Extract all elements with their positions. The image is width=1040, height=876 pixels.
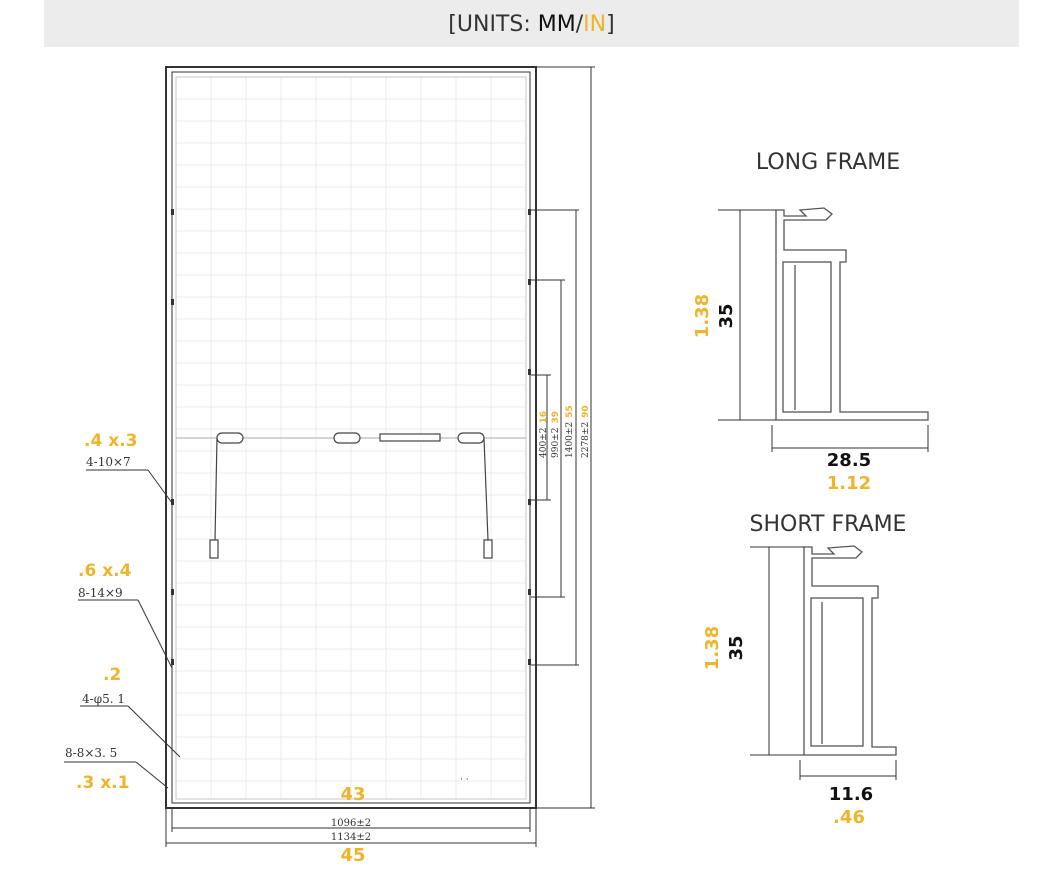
rail-mark xyxy=(528,499,531,505)
rail-mark xyxy=(528,279,531,285)
width-inner-in: 43 xyxy=(340,784,365,805)
short-width-in: .46 xyxy=(833,807,865,828)
cable xyxy=(214,437,218,541)
rail-mark xyxy=(528,209,531,215)
width-dimension-lines xyxy=(165,808,537,847)
short-frame-outline xyxy=(803,545,897,756)
panel-outer-frame xyxy=(165,66,537,809)
units-in: IN xyxy=(583,12,607,37)
short-frame-dims xyxy=(750,546,897,780)
width-outer-in: 45 xyxy=(340,845,365,866)
rail-mark xyxy=(171,589,174,595)
hole-2-mm: 8-14×9 xyxy=(78,586,123,600)
connector xyxy=(209,539,219,559)
height-990-mm: 990±2 xyxy=(551,428,561,458)
svg-text:400±216: 400±2 16 xyxy=(539,411,549,458)
long-frame-dims xyxy=(718,209,929,452)
units-suffix: ] xyxy=(606,12,615,37)
height-2278-mm: 2278±2 xyxy=(581,422,591,458)
svg-text:990±239: 990±2 39 xyxy=(551,411,561,458)
short-frame-profile xyxy=(803,545,897,756)
height-990-in: 39 xyxy=(551,411,561,424)
rail-mark xyxy=(171,209,174,215)
panel-inner-frame xyxy=(171,71,531,804)
leader xyxy=(127,705,181,758)
junction-box xyxy=(333,432,361,444)
height-1400-mm: 1400±2 xyxy=(565,422,575,458)
long-width-mm: 28.5 xyxy=(827,450,871,471)
short-frame-hollow xyxy=(810,597,864,747)
frame-rail-marks xyxy=(171,209,531,665)
hole-1-in: .4 x.3 xyxy=(84,431,137,451)
cable xyxy=(483,437,489,541)
bottom-mark: · · xyxy=(460,775,469,785)
long-height-in: 1.38 xyxy=(692,294,713,338)
leader xyxy=(135,761,169,789)
units-slash: / xyxy=(575,12,584,37)
rail-mark xyxy=(528,659,531,665)
hole-4-in: .3 x.1 xyxy=(76,773,129,793)
rail-mark xyxy=(171,659,174,665)
rail-mark xyxy=(528,589,531,595)
junction-box-main xyxy=(379,433,441,442)
hole-1-mm: 4-10×7 xyxy=(86,455,131,469)
short-height-in: 1.38 xyxy=(702,626,723,670)
hole-3-mm: 4-φ5. 1 xyxy=(82,692,125,706)
long-frame-profile xyxy=(775,207,929,421)
units-prefix: [UNITS: xyxy=(448,12,538,37)
height-400-in: 16 xyxy=(539,411,549,424)
junction-box-assembly xyxy=(209,432,493,559)
short-height-mm: 35 xyxy=(726,635,747,660)
height-2278-in: 90 xyxy=(581,405,591,418)
long-frame-title: LONG FRAME xyxy=(756,150,900,175)
svg-text:2278±290: 2278±2 90 xyxy=(581,405,591,458)
connector xyxy=(483,539,493,559)
hole-callout-leaders xyxy=(64,469,181,789)
junction-box xyxy=(457,432,485,444)
rail-mark xyxy=(171,499,174,505)
hole-4-mm: 8-8×3. 5 xyxy=(65,746,117,760)
width-outer-mm: 1134±2 xyxy=(331,832,371,843)
height-dimension-lines xyxy=(531,66,595,809)
long-height-mm: 35 xyxy=(716,303,737,328)
long-frame-outline xyxy=(775,207,929,421)
long-frame-hollow xyxy=(782,261,832,413)
rail-mark xyxy=(171,299,174,305)
leader xyxy=(137,599,173,669)
svg-text:1400±255: 1400±2 55 xyxy=(565,405,575,458)
width-inner-mm: 1096±2 xyxy=(331,818,371,829)
units-header: [UNITS: MM/IN] xyxy=(44,0,1019,47)
leader xyxy=(147,469,173,504)
height-dimension-labels: 400±2 16 990±2 39 1400±2 55 2278±2 90 xyxy=(539,405,591,458)
hole-2-in: .6 x.4 xyxy=(78,561,132,581)
long-width-in: 1.12 xyxy=(827,473,871,494)
short-width-mm: 11.6 xyxy=(829,784,873,805)
height-1400-in: 55 xyxy=(565,405,575,418)
junction-box xyxy=(216,432,244,444)
hole-3-in: .2 xyxy=(103,665,121,685)
rail-mark xyxy=(528,369,531,375)
height-400-mm: 400±2 xyxy=(539,428,549,458)
units-mm: MM xyxy=(537,12,576,37)
short-frame-title: SHORT FRAME xyxy=(750,512,907,537)
